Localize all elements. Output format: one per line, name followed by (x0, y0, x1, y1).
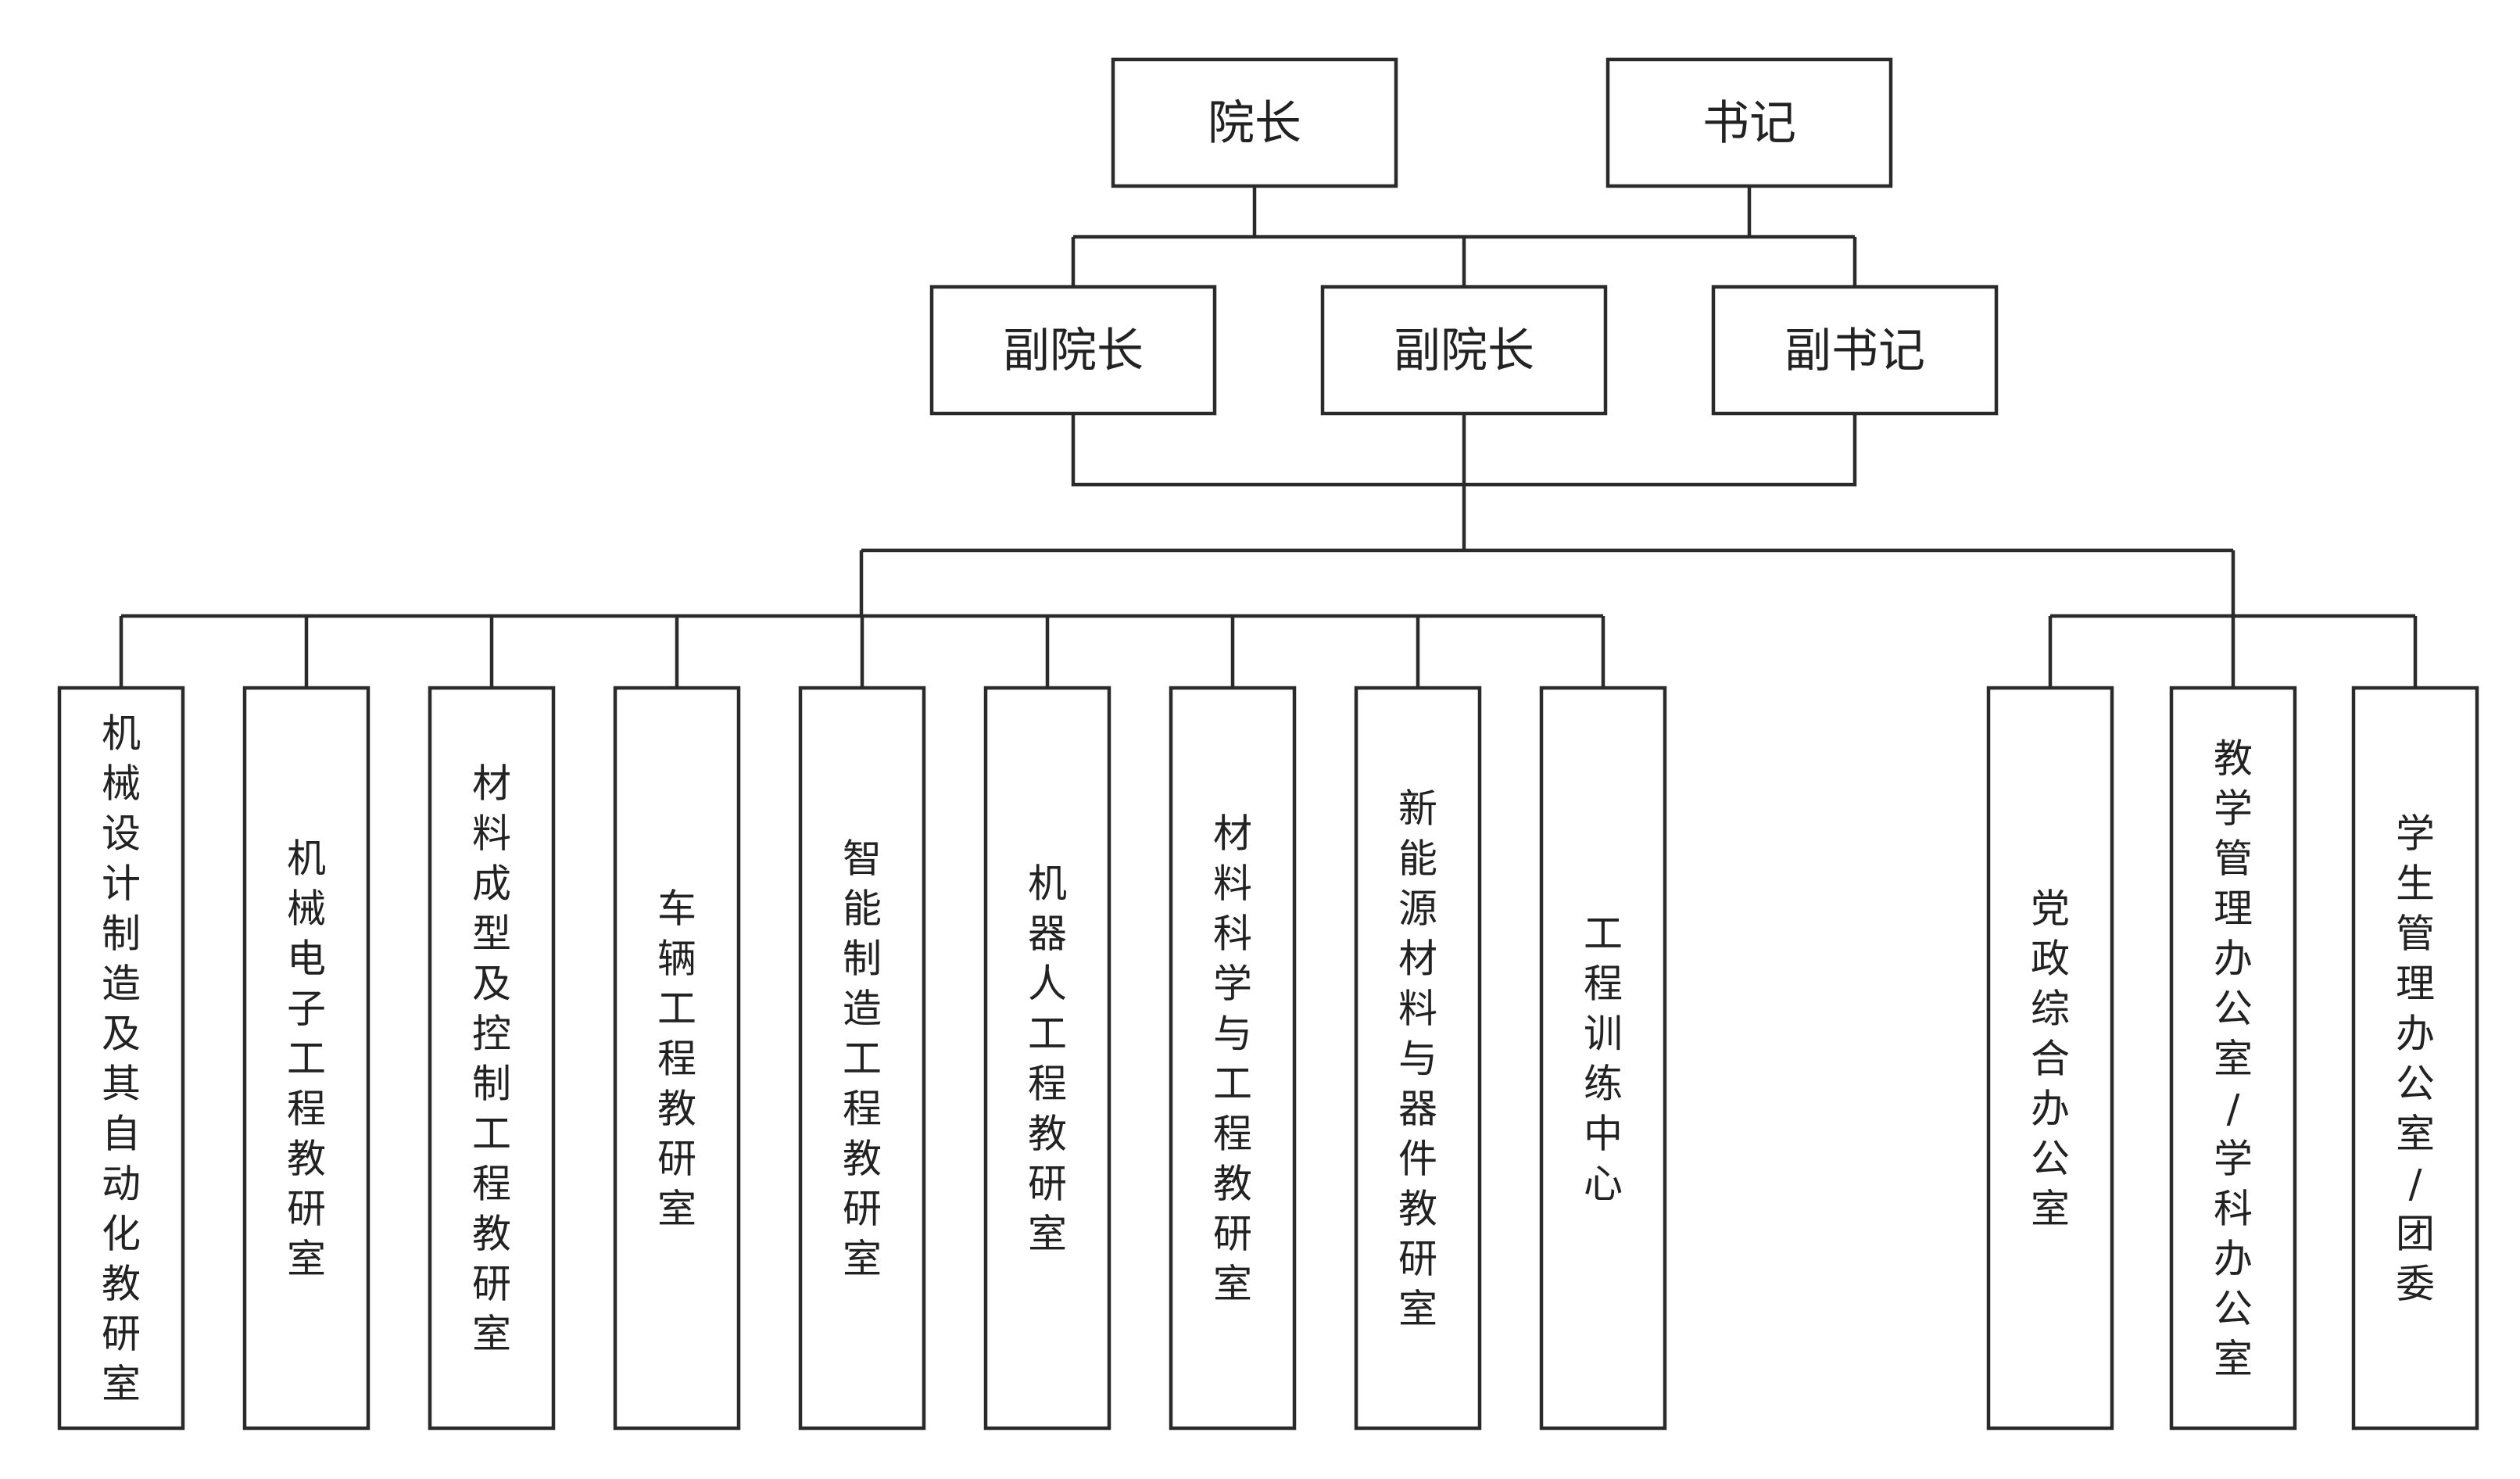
dept-7-node: 材料科学与工程教研室 (1169, 686, 1297, 1431)
vice-dean-1-box (929, 285, 1217, 416)
deputy-secretary-node: 副书记 (1711, 285, 1999, 416)
vice-dean-1-node: 副院长 (929, 285, 1217, 416)
dept-2-box (242, 686, 370, 1431)
dept-9-box (1539, 686, 1667, 1431)
dept-3-node: 材料成型及控制工程教研室 (428, 686, 556, 1431)
dept-7-label: 材料科学与工程教研室 (1213, 811, 1252, 1307)
dept-3-box (428, 686, 556, 1431)
office-3-label: 学生管理办公室/团委 (2396, 811, 2435, 1307)
dept-5-node: 智能制造工程教研室 (798, 686, 926, 1431)
dept-6-node: 机器人工程教研室 (983, 686, 1111, 1431)
office-2-box (2169, 686, 2297, 1431)
dept-6-box (983, 686, 1111, 1431)
deputy-bus (1071, 235, 1857, 287)
dept-4-box (613, 686, 741, 1431)
top-drops (1252, 186, 1752, 237)
dept-8-node: 新能源材料与器件教研室 (1354, 686, 1482, 1431)
office-1-node: 党政综合办公室 (1986, 686, 2114, 1431)
vice-dean-2-box (1320, 285, 1608, 416)
deputy-secretary-label: 副书记 (1784, 324, 1925, 378)
dean-node: 院长 (1111, 57, 1398, 188)
dept-6-label: 机器人工程教研室 (1028, 861, 1067, 1257)
dept-1-box (57, 686, 185, 1431)
dept-2-label: 机械电子工程教研室 (287, 836, 326, 1282)
office-3-box (2351, 686, 2479, 1431)
office-3-node: 学生管理办公室/团委 (2351, 686, 2479, 1431)
dept-1-node: 机械设计制造及其自动化教研室 (57, 686, 185, 1431)
office-2-node: 教学管理办公室/学科办公室 (2169, 686, 2297, 1431)
dean-label: 院长 (1208, 96, 1301, 151)
dept-5-label: 智能制造工程教研室 (843, 836, 882, 1282)
connector-lines (119, 186, 2418, 688)
vice-dean-2-node: 副院长 (1320, 285, 1608, 416)
dept-9-label: 工程训练中心 (1584, 911, 1623, 1207)
secretary-box (1605, 57, 1893, 188)
dept-1-label: 机械设计制造及其自动化教研室 (102, 711, 141, 1407)
office-1-box (1986, 686, 2114, 1431)
office-2-label: 教学管理办公室/学科办公室 (2214, 736, 2253, 1382)
vice-dean-1-label: 副院长 (1003, 324, 1144, 378)
dept-4-label: 车辆工程教研室 (657, 886, 696, 1232)
deputy-secretary-box (1711, 285, 1999, 416)
dept-8-label: 新能源材料与器件教研室 (1398, 786, 1437, 1332)
dept-9-node: 工程训练中心 (1539, 686, 1667, 1431)
secretary-label: 书记 (1702, 96, 1796, 151)
dept-4-node: 车辆工程教研室 (613, 686, 741, 1431)
dept-7-box (1169, 686, 1297, 1431)
dept-3-label: 材料成型及控制工程教研室 (472, 761, 511, 1357)
office-1-label: 党政综合办公室 (2031, 886, 2070, 1232)
dept-5-box (798, 686, 926, 1431)
secretary-node: 书记 (1605, 57, 1893, 188)
dept-8-box (1354, 686, 1482, 1431)
dean-box (1111, 57, 1398, 188)
group-split (859, 548, 2235, 616)
vice-dean-2-label: 副院长 (1394, 324, 1534, 378)
dept-2-node: 机械电子工程教研室 (242, 686, 370, 1431)
